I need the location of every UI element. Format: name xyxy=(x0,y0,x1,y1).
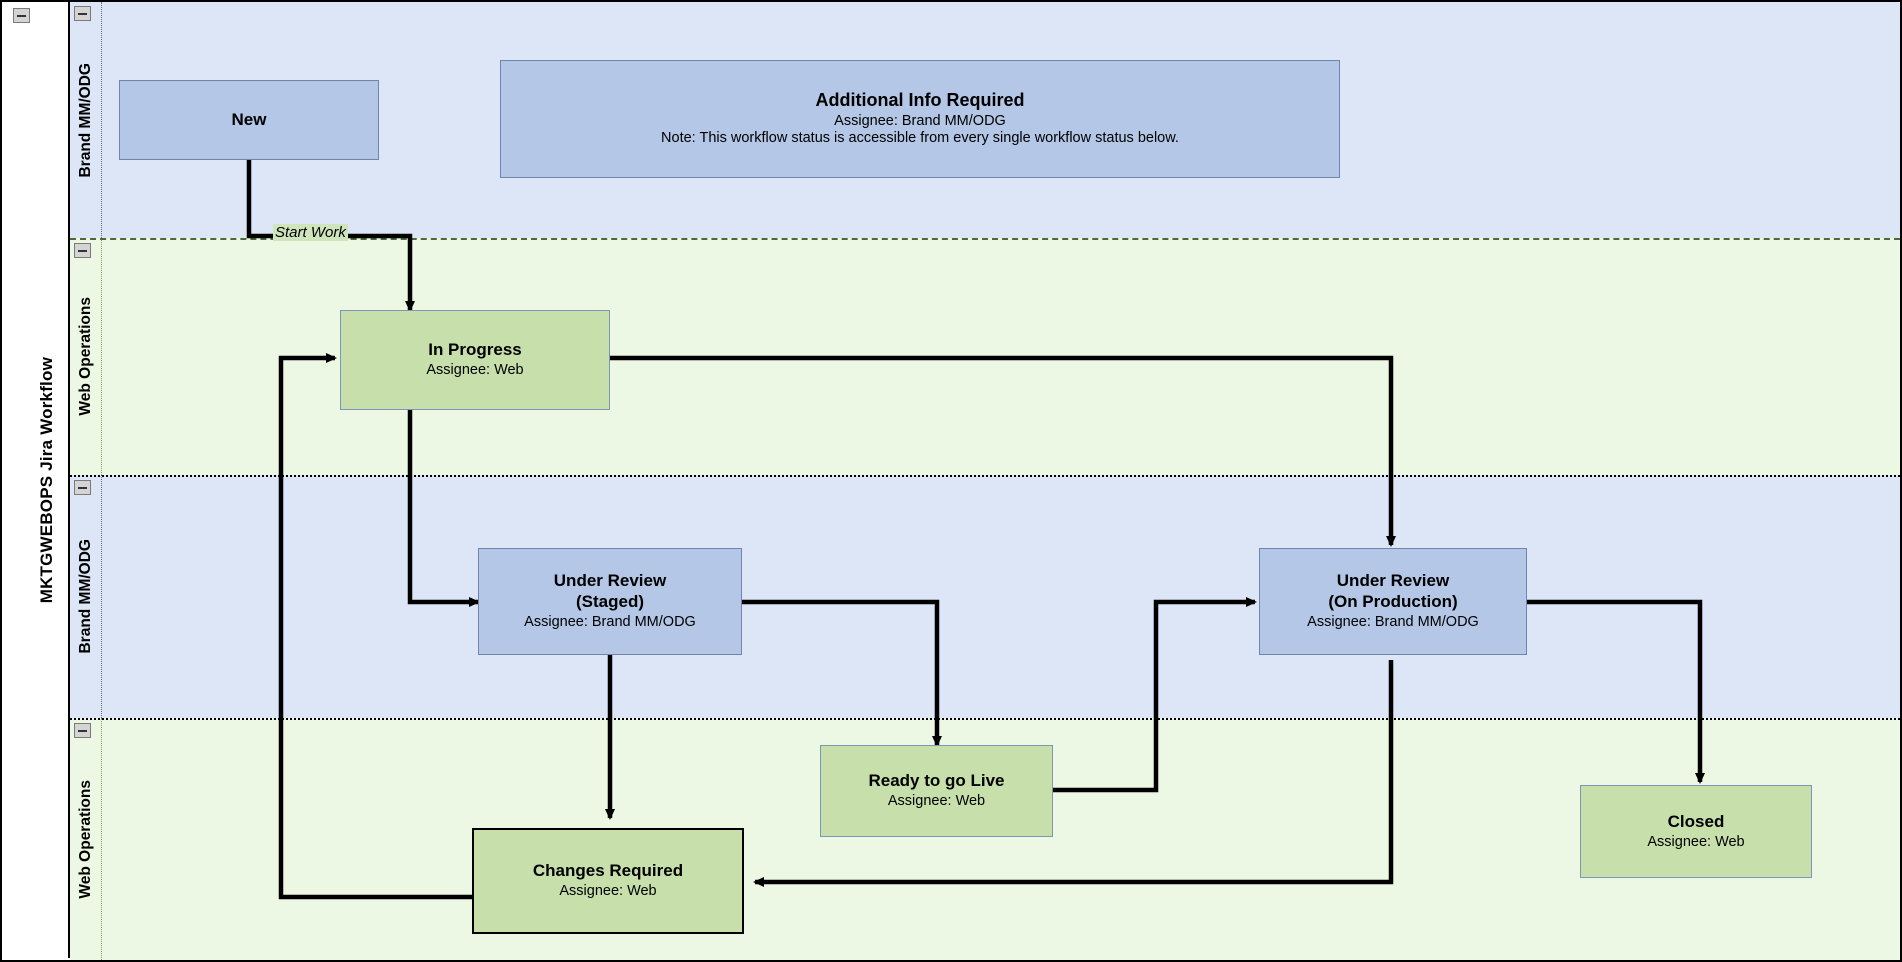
node-ready-to-go-live-assignee: Assignee: Web xyxy=(887,793,986,810)
lane-collapse-icon-brand-bottom[interactable] xyxy=(74,480,91,495)
node-under-review-staged-assignee: Assignee: Brand MM/ODG xyxy=(524,613,696,630)
lane-label: Web Operations xyxy=(76,297,94,416)
lane-collapse-icon-brand-top[interactable] xyxy=(74,6,91,21)
node-under-review-staged-title-line2: (Staged) xyxy=(576,592,644,612)
node-ready-to-go-live-title: Ready to go Live xyxy=(868,771,1005,791)
node-under-review-staged-title-line1: Under Review xyxy=(553,571,667,591)
lane-header-brand-mm-odg-top[interactable]: Brand MM/ODG xyxy=(70,2,102,238)
node-additional-info-note: Note: This workflow status is accessible… xyxy=(661,130,1179,147)
node-in-progress[interactable]: In Progress Assignee: Web xyxy=(340,310,610,410)
pool-title: MKTGWEBOPS Jira Workflow xyxy=(26,2,70,958)
lane-divider-3 xyxy=(70,718,1900,720)
lane-header-web-operations-top[interactable]: Web Operations xyxy=(70,238,102,475)
node-changes-required-assignee: Assignee: Web xyxy=(559,883,657,900)
node-additional-info-assignee: Assignee: Brand MM/ODG xyxy=(834,112,1006,129)
pool-collapse-icon[interactable] xyxy=(13,8,30,23)
lane-header-web-operations-bottom[interactable]: Web Operations xyxy=(70,718,102,960)
pool-title-label: MKTGWEBOPS Jira Workflow xyxy=(37,356,56,604)
node-under-review-on-production[interactable]: Under Review (On Production) Assignee: B… xyxy=(1259,548,1527,655)
node-under-review-staged[interactable]: Under Review (Staged) Assignee: Brand MM… xyxy=(478,548,742,655)
lane-body-brand-bottom xyxy=(102,475,1900,718)
node-additional-info-title: Additional Info Required xyxy=(815,89,1025,110)
lane-label: Brand MM/ODG xyxy=(76,62,94,178)
node-under-review-production-title-line1: Under Review xyxy=(1336,571,1450,591)
node-under-review-production-assignee: Assignee: Brand MM/ODG xyxy=(1307,613,1479,630)
node-new-title: New xyxy=(231,109,267,129)
node-in-progress-title: In Progress xyxy=(428,340,522,360)
lane-collapse-icon-web-bottom[interactable] xyxy=(74,723,91,738)
node-closed-assignee: Assignee: Web xyxy=(1647,833,1745,850)
node-closed-title: Closed xyxy=(1667,811,1725,831)
node-changes-required[interactable]: Changes Required Assignee: Web xyxy=(472,828,744,934)
node-additional-info-required[interactable]: Additional Info Required Assignee: Brand… xyxy=(500,60,1340,178)
node-under-review-production-title-line2: (On Production) xyxy=(1328,592,1458,612)
edge-label-start-work: Start Work xyxy=(273,224,348,241)
lane-label: Brand MM/ODG xyxy=(76,539,94,654)
swimlane-brand-mm-odg-bottom: Brand MM/ODG xyxy=(70,475,1900,718)
node-ready-to-go-live[interactable]: Ready to go Live Assignee: Web xyxy=(820,745,1053,837)
node-closed[interactable]: Closed Assignee: Web xyxy=(1580,785,1812,878)
node-new[interactable]: New xyxy=(119,80,379,160)
lane-divider-1 xyxy=(70,238,1900,240)
node-in-progress-assignee: Assignee: Web xyxy=(426,362,524,379)
lane-divider-2 xyxy=(70,475,1900,477)
lane-header-brand-mm-odg-bottom[interactable]: Brand MM/ODG xyxy=(70,475,102,718)
lane-label: Web Operations xyxy=(76,779,94,899)
lane-collapse-icon-web-top[interactable] xyxy=(74,243,91,258)
node-changes-required-title: Changes Required xyxy=(532,861,684,881)
